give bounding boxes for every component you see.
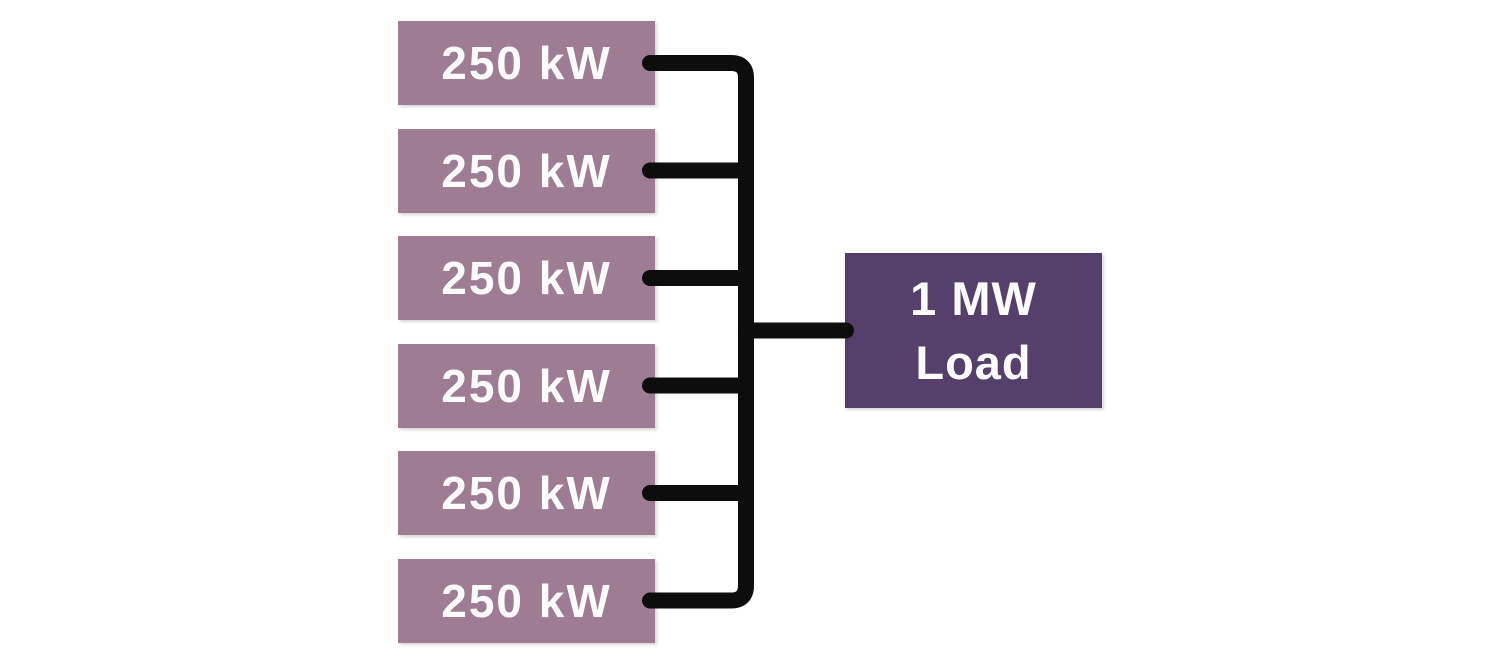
source-box-2: 250 kW [398, 128, 655, 213]
source-box-5-label: 250 kW [441, 467, 612, 519]
source-box-6-label: 250 kW [441, 574, 612, 627]
load-box: 1 MW Load [845, 253, 1102, 408]
source-box-3: 250 kW [398, 236, 655, 320]
source-box-1-label: 250 kW [441, 37, 612, 89]
load-box-label-line2: Load [915, 335, 1032, 389]
source-box-6: 250 kW [398, 558, 655, 643]
load-box-label-line1: 1 MW [910, 271, 1037, 325]
source-box-3-label: 250 kW [441, 252, 612, 304]
source-box-1: 250 kW [398, 21, 655, 105]
source-box-5: 250 kW [398, 451, 655, 535]
source-box-2-label: 250 kW [441, 144, 612, 197]
source-box-4: 250 kW [398, 343, 655, 428]
source-box-4-label: 250 kW [441, 359, 612, 412]
bus-wire [642, 55, 754, 609]
